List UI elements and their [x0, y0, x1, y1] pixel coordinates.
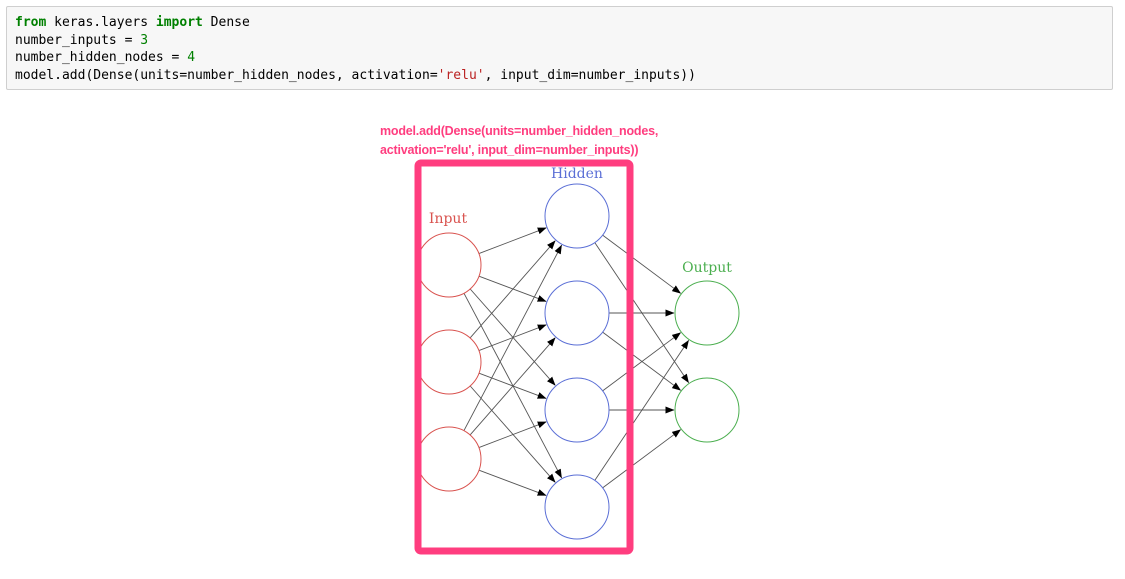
output-layer-label: Output	[682, 260, 732, 276]
code-line: from keras.layers import Dense	[15, 14, 1104, 32]
input-layer-label: Input	[429, 211, 468, 227]
input-node-3	[416, 426, 482, 492]
hidden-layer-label: Hidden	[551, 166, 603, 182]
code-token: from	[15, 15, 47, 30]
connection-arrow	[478, 421, 547, 449]
code-token: model.add(Dense(units=number_hidden_node…	[15, 67, 438, 83]
hidden-node-1	[544, 183, 610, 249]
connection-arrow	[478, 469, 547, 496]
connection-arrow	[463, 244, 562, 431]
hidden-node-2	[544, 280, 610, 346]
code-line: model.add(Dense(units=number_hidden_node…	[15, 67, 1104, 85]
code-token: keras.layers	[46, 15, 156, 30]
code-line: number_hidden_nodes = 4	[15, 49, 1104, 67]
hidden-node-3	[544, 377, 610, 443]
code-token: Dense	[202, 15, 250, 30]
connection-arrow	[594, 339, 689, 481]
output-node-1	[674, 280, 740, 346]
connection-arrow	[478, 227, 547, 255]
output-node-2	[674, 377, 740, 443]
code-token: 4	[187, 50, 196, 65]
code-token: number_inputs =	[15, 32, 141, 48]
connection-arrow	[469, 385, 556, 483]
input-node-2	[416, 329, 482, 395]
code-line: number_inputs = 3	[15, 32, 1104, 50]
connections-group	[463, 227, 689, 496]
annotation-text: model.add(Dense(units=number_hidden_node…	[380, 122, 658, 160]
connection-arrow	[602, 234, 682, 294]
connection-arrow	[602, 332, 682, 392]
annotation-line-1: model.add(Dense(units=number_hidden_node…	[380, 124, 659, 138]
code-token: import	[155, 15, 203, 30]
connection-arrow	[602, 331, 682, 391]
layer-labels-group: Input Hidden Output	[429, 166, 732, 276]
connection-arrow	[469, 240, 556, 339]
code-token: 3	[140, 32, 149, 48]
connection-arrow	[469, 337, 556, 436]
code-token: , input_dim=number_inputs))	[484, 67, 696, 83]
hidden-node-4	[544, 474, 610, 540]
hidden-layer-highlight-box	[414, 159, 634, 555]
input-node-1	[416, 232, 482, 298]
nodes-group	[416, 183, 740, 540]
annotation-line-2: activation='relu', input_dim=number_inpu…	[380, 143, 639, 157]
code-token: number_hidden_nodes =	[15, 50, 188, 65]
connection-arrow	[602, 429, 682, 489]
code-token: 'relu'	[437, 67, 485, 83]
